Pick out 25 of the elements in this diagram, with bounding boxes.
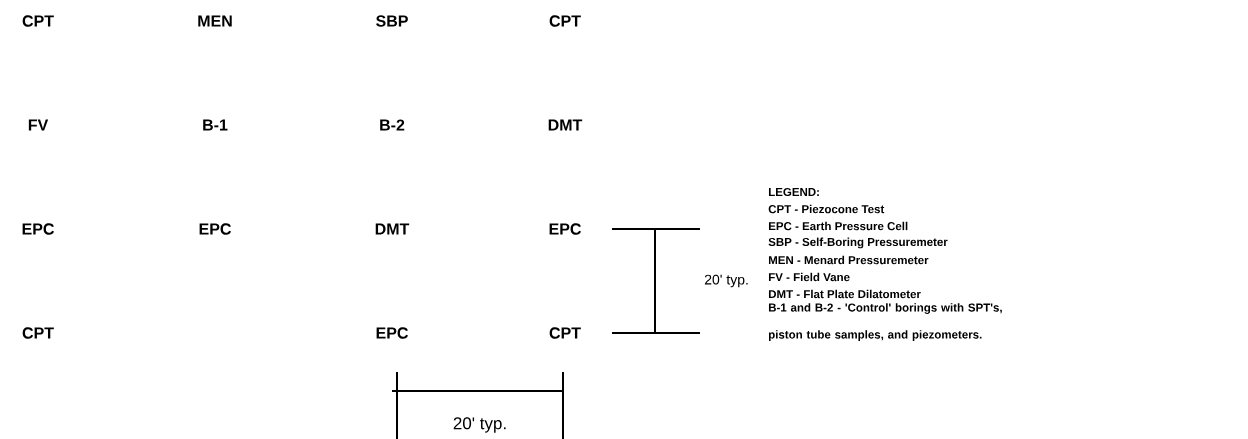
- station-label: EPC: [376, 327, 409, 339]
- legend-title: LEGEND:: [768, 187, 819, 197]
- legend-entry: MEN - Menard Pressuremeter: [768, 255, 929, 265]
- station-label: DMT: [548, 119, 583, 131]
- dimension-label: 20' typ.: [453, 417, 506, 433]
- station-label: CPT: [22, 327, 54, 339]
- station-label: DMT: [375, 223, 410, 235]
- station-label: SBP: [376, 15, 408, 27]
- legend-entry: EPC - Earth Pressure Cell: [768, 221, 908, 231]
- station-label: CPT: [549, 327, 581, 339]
- station-label: CPT: [549, 15, 581, 27]
- legend-entry: B-1 and B-2 - 'Control' borings with SPT's, piston tube samples, and piezometers.: [768, 303, 1002, 341]
- station-label: B-2: [380, 119, 405, 131]
- station-label: EPC: [199, 223, 232, 235]
- station-label: EPC: [549, 223, 581, 235]
- legend-entry: CPT - Piezocone Test: [768, 204, 885, 214]
- legend-entry: SBP - Self-Boring Pressuremeter: [768, 237, 948, 249]
- legend-entry: FV - Field Vane: [768, 272, 850, 282]
- dimension-label: 20' typ.: [704, 274, 748, 288]
- station-label: FV: [28, 119, 49, 131]
- station-label: EPC: [22, 223, 55, 235]
- station-label: MEN: [198, 15, 232, 27]
- station-label: B-1: [203, 119, 228, 131]
- station-label: CPT: [22, 15, 54, 27]
- legend-entry: DMT - Flat Plate Dilatometer: [768, 289, 921, 299]
